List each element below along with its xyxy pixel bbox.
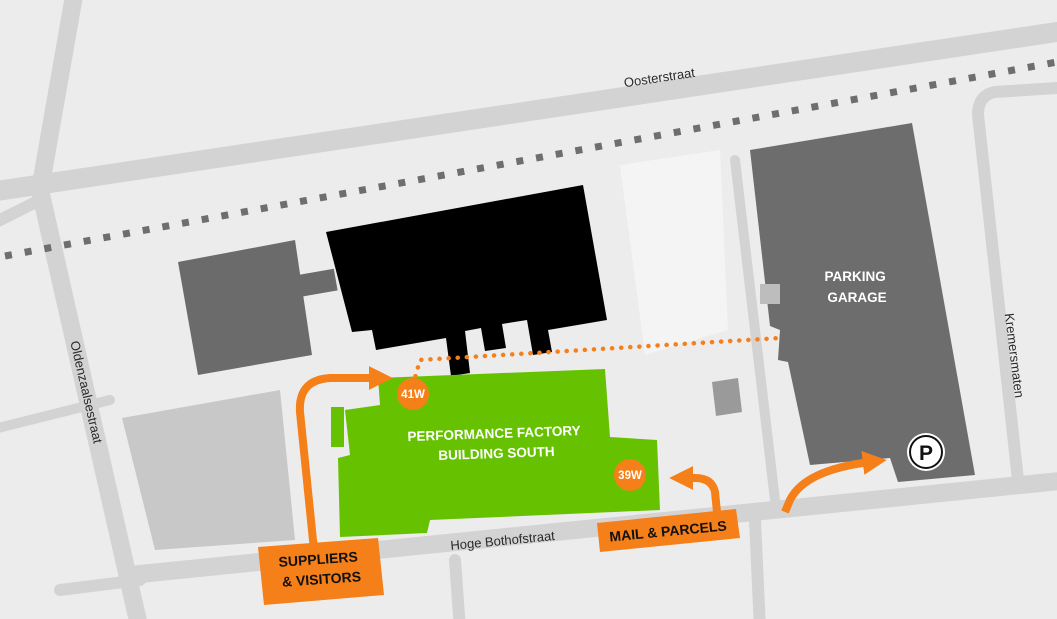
road-kremersmaten bbox=[972, 82, 1057, 486]
plot-west bbox=[122, 390, 295, 550]
performance-factory-annex bbox=[331, 407, 344, 447]
parking-garage-label: PARKING GARAGE bbox=[824, 269, 889, 305]
road-west-stub bbox=[54, 574, 146, 596]
parking-symbol-label: P bbox=[919, 442, 933, 465]
performance-factory-label: PERFORMANCE FACTORY BUILDING SOUTH bbox=[407, 423, 585, 464]
building-dark-main bbox=[326, 185, 607, 376]
building-west-grey bbox=[178, 240, 312, 375]
sign-suppliers-label: SUPPLIERS & VISITORS bbox=[278, 548, 364, 590]
entrance-39w-label: 39W bbox=[618, 470, 642, 482]
entrance-marker-41w[interactable]: 41W bbox=[397, 378, 429, 410]
route-arrow-suppliers bbox=[295, 366, 393, 561]
route-arrow-mail bbox=[669, 466, 722, 523]
performance-factory-building bbox=[338, 369, 660, 537]
road-west-lower bbox=[0, 395, 115, 433]
parking-garage bbox=[750, 123, 975, 482]
walking-route bbox=[410, 335, 783, 388]
sign-mail-parcels[interactable]: MAIL & PARCELS bbox=[597, 509, 740, 552]
entrance-41w-label: 41W bbox=[401, 389, 425, 401]
plot-center-white bbox=[620, 150, 728, 355]
road-garage-access bbox=[730, 155, 780, 505]
parking-icon[interactable]: P bbox=[907, 433, 945, 471]
road-south-service-2 bbox=[749, 514, 766, 619]
route-arrow-parking bbox=[781, 450, 887, 514]
road-south-service bbox=[449, 554, 466, 619]
parking-garage-link bbox=[760, 284, 780, 304]
road-oldenzaalsestraat bbox=[31, 0, 147, 619]
building-west-connector bbox=[294, 268, 338, 298]
entrance-marker-39w[interactable]: 39W bbox=[614, 459, 646, 491]
sign-suppliers-visitors[interactable]: SUPPLIERS & VISITORS bbox=[258, 538, 384, 605]
building-small-grey bbox=[712, 378, 742, 416]
road-oosterstraat bbox=[0, 21, 1057, 201]
road-west-branch bbox=[0, 194, 46, 227]
